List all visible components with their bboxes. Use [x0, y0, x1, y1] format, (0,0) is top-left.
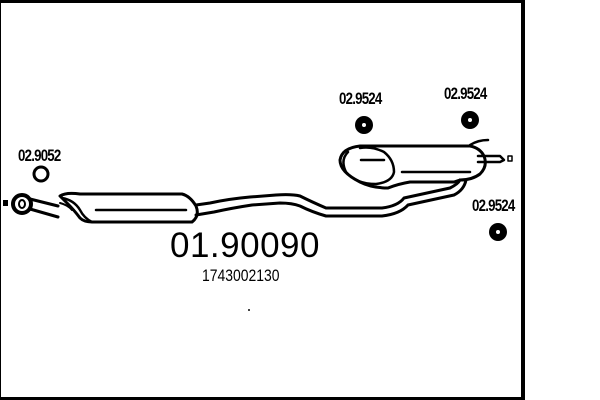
stray-dot	[248, 309, 250, 311]
front-flange-icon	[3, 193, 60, 219]
main-part-number: 01.90090	[170, 226, 320, 265]
rubber-mount-1-label: 02.9524	[339, 89, 382, 108]
oe-number: 1743002130	[202, 266, 280, 285]
middle-silencer-icon	[58, 191, 199, 224]
rear-silencer-icon	[338, 138, 513, 190]
ring-gasket-icon	[32, 165, 50, 183]
rubber-mount-3-label: 02.9524	[472, 196, 515, 215]
rubber-mount-2-label: 02.9524	[444, 84, 487, 103]
connecting-pipe-icon	[194, 178, 468, 218]
accessories-group	[32, 111, 507, 241]
ring-gasket-label: 02.9052	[18, 146, 61, 165]
